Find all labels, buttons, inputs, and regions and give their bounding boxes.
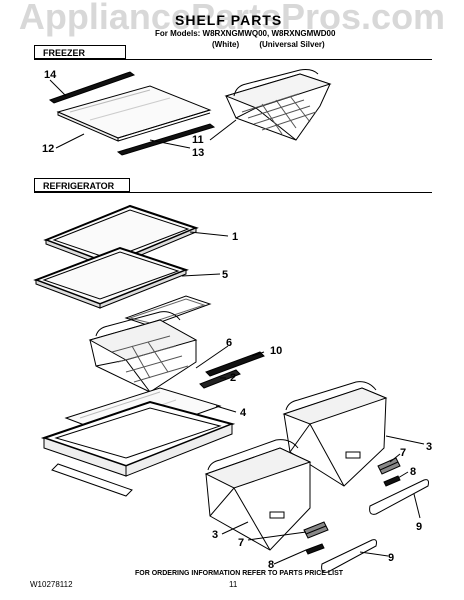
callout-2: 2	[230, 372, 236, 384]
freezer-rail-13	[116, 123, 216, 156]
slide-8-right	[383, 475, 401, 487]
callout-12: 12	[42, 143, 54, 155]
callout-10: 10	[270, 345, 282, 357]
crisper-drawer-lower	[204, 439, 312, 551]
callout-11: 11	[192, 134, 204, 146]
callout-14: 14	[44, 69, 57, 81]
freezer-label: FREEZER	[34, 45, 126, 59]
callout-3-lower: 3	[212, 529, 218, 541]
callout-7-right: 7	[400, 447, 406, 459]
leader-lines	[49, 79, 425, 565]
document-code: W10278112	[30, 580, 73, 589]
callout-4: 4	[240, 407, 247, 419]
variant-silver: (Universal Silver)	[259, 40, 325, 49]
roller-9-right	[369, 479, 429, 515]
callout-5: 5	[222, 269, 228, 281]
callout-8-lower: 8	[268, 559, 274, 571]
page-title: SHELF PARTS	[175, 12, 283, 28]
slide-7-lower	[303, 521, 329, 539]
freezer-basket	[224, 69, 332, 141]
variant-white: (White)	[212, 40, 240, 49]
slide-8-lower	[305, 543, 325, 555]
freezer-rail-14	[48, 71, 136, 104]
model-variants: (White) (Universal Silver)	[212, 40, 343, 49]
refrigerator-label: REFRIGERATOR	[34, 178, 130, 192]
freezer-divider	[34, 59, 432, 60]
rail-10	[205, 351, 265, 377]
callout-13: 13	[192, 147, 204, 159]
page-number: 11	[229, 580, 238, 589]
callout-9-lower: 9	[388, 552, 394, 564]
roller-9-lower	[321, 539, 377, 573]
freezer-glass-shelf	[56, 85, 212, 142]
shelf-frame	[124, 295, 212, 327]
callout-9-right: 9	[416, 521, 422, 533]
callout-3-right: 3	[426, 441, 432, 453]
refrigerator-divider	[34, 192, 432, 193]
model-numbers: For Models: W8RXNGMWQ00, W8RXNGMWD00	[155, 29, 336, 38]
callout-7-lower: 7	[238, 537, 244, 549]
crisper-cover-frame	[40, 400, 236, 497]
rail-6	[199, 369, 241, 389]
slide-7-right	[377, 457, 401, 475]
callout-8-right: 8	[410, 466, 416, 478]
crisper-drawer-middle	[88, 311, 198, 393]
callout-6: 6	[226, 337, 232, 349]
ordering-note: FOR ORDERING INFORMATION REFER TO PARTS …	[135, 570, 344, 577]
callout-1: 1	[232, 231, 238, 243]
refrigerator-shelf-5	[33, 246, 189, 309]
watermark: AppliancePartsPros.com	[18, 0, 446, 37]
